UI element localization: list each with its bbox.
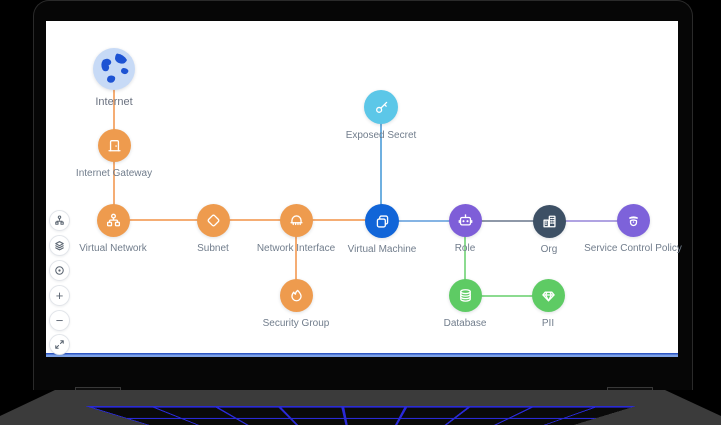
nic-icon (289, 215, 303, 226)
graph-layout-button[interactable] (49, 210, 70, 231)
node-service-control-policy[interactable]: Service Control Policy (583, 204, 683, 255)
laptop-base (0, 390, 721, 425)
edge-internet-gateway (113, 69, 115, 146)
edge-vm-role (382, 220, 465, 222)
node-label: Role (454, 243, 476, 254)
plus-icon: + (55, 288, 64, 303)
police-icon (628, 216, 638, 227)
node-internet-gateway[interactable]: Internet Gateway (64, 129, 164, 180)
edge-role-database (464, 220, 466, 296)
node-org[interactable]: Org (499, 205, 599, 256)
globe-icon (101, 53, 129, 83)
gem-icon (541, 291, 555, 302)
buildings-icon (542, 215, 556, 228)
expand-icon (55, 340, 64, 349)
node-label: Subnet (197, 243, 229, 254)
node-label: PII (541, 318, 555, 329)
zoom-out-button[interactable]: − (49, 310, 70, 331)
node-exposed-secret[interactable]: Exposed Secret (331, 90, 431, 142)
sitemap-icon (106, 213, 120, 227)
edge-nic-vm (296, 219, 382, 221)
edge-role-org (465, 220, 549, 222)
node-label: Database (443, 318, 487, 329)
screen-bottom-accent-bar (46, 353, 678, 357)
node-virtual-machine[interactable]: Virtual Machine (332, 204, 432, 256)
center-view-button[interactable] (49, 260, 70, 281)
diamond-icon (207, 214, 219, 227)
key-icon (375, 101, 387, 113)
edge-org-scp (549, 220, 633, 222)
node-label: Exposed Secret (345, 130, 417, 141)
database-icon (459, 289, 471, 302)
app-screen: Internet Internet Gateway (46, 21, 682, 357)
robot-icon (458, 214, 472, 226)
node-label: Virtual Network (79, 243, 147, 254)
node-label: Network Interface (256, 243, 336, 254)
minus-icon: − (55, 313, 64, 328)
node-security-group[interactable]: Security Group (246, 279, 346, 330)
layers-icon (55, 241, 64, 251)
node-database[interactable]: Database (415, 279, 515, 330)
fullscreen-button[interactable] (49, 334, 70, 355)
node-network-interface[interactable]: Network Interface (246, 204, 346, 255)
node-subnet[interactable]: Subnet (163, 204, 263, 255)
backlit-keyboard (85, 406, 636, 425)
node-label: Internet (95, 96, 133, 108)
edge-subnet-nic (213, 219, 296, 221)
node-role[interactable]: Role (415, 204, 515, 255)
node-label: Internet Gateway (75, 168, 153, 179)
edge-vnet-subnet (113, 219, 213, 221)
node-internet[interactable]: Internet (64, 48, 164, 109)
zoom-in-button[interactable]: + (49, 285, 70, 306)
node-label: Org (540, 244, 558, 255)
laptop-bezel: Internet Internet Gateway (33, 0, 693, 390)
flame-icon (290, 289, 302, 302)
edge-gateway-vnet (113, 146, 115, 220)
layers-button[interactable] (49, 235, 70, 256)
target-icon (55, 266, 64, 275)
node-virtual-network[interactable]: Virtual Network (63, 204, 163, 255)
edge-database-pii (465, 295, 548, 297)
sitemap-icon (55, 215, 64, 225)
copy-icon (376, 214, 388, 228)
door-icon (107, 140, 121, 152)
edge-nic-securitygroup (295, 220, 297, 296)
node-label: Virtual Machine (347, 244, 417, 255)
node-label: Service Control Policy (584, 243, 682, 254)
node-pii[interactable]: PII (498, 279, 598, 330)
node-label: Security Group (262, 318, 330, 329)
edge-secret-vm (380, 107, 382, 221)
